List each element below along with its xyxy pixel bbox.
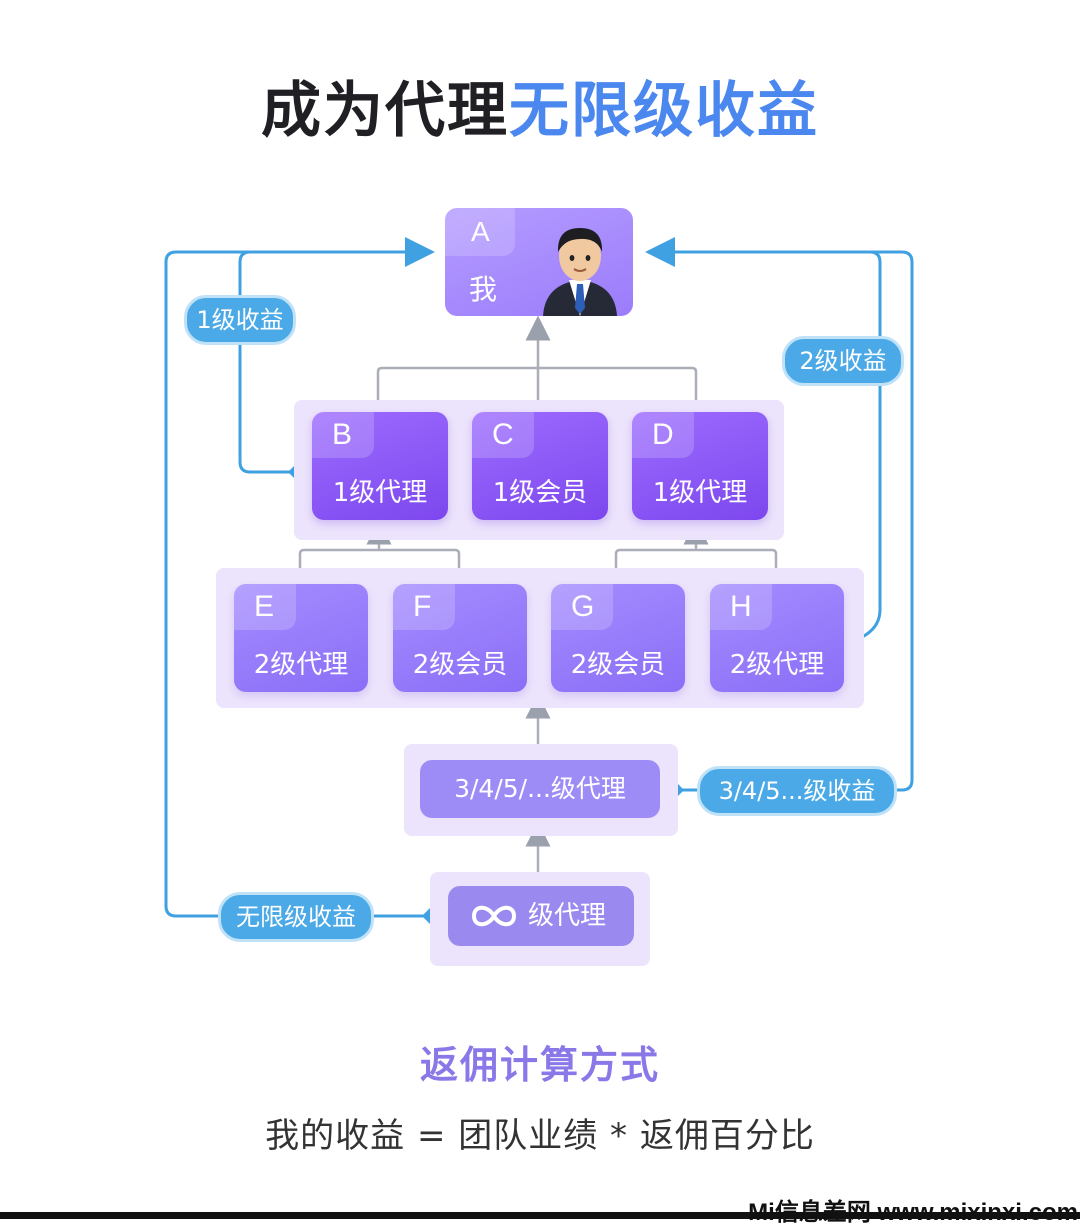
node-tab [312,412,374,458]
businessman-avatar-icon [543,228,617,316]
node-tab [710,584,772,630]
node-label: 2级代理 [729,650,825,680]
node-tab [632,412,694,458]
node-tab [393,584,455,630]
section-subtitle: 返佣计算方式 [419,1043,660,1087]
node-letter: E [254,590,275,623]
infinite-level-label: 级代理 [528,901,607,931]
node-letter: H [730,590,752,623]
node-tab [234,584,296,630]
node-b: B 1级代理 [312,412,448,520]
node-label: 1级会员 [492,478,588,508]
formula-text: 我的收益 = 团队业绩 * 返佣百分比 [265,1116,815,1156]
node-letter: B [332,418,353,451]
root-label: 我 [469,273,498,306]
node-d: D 1级代理 [632,412,768,520]
node-root-a: A 我 [445,208,633,316]
node-infinite-level: 级代理 [448,886,634,946]
root-tab [445,208,515,256]
node-letter: G [571,590,595,623]
infinity-icon [471,905,517,927]
income-flow-infinite [164,250,430,918]
node-letter: F [413,590,432,623]
node-e: E 2级代理 [234,584,368,692]
node-letter: C [492,418,514,451]
node-label: 2级会员 [570,650,666,680]
income-flow-deep [674,250,914,792]
node-label: 2级会员 [412,650,508,680]
node-letter: D [652,418,674,451]
bottom-bar [0,1212,1080,1219]
node-h: H 2级代理 [710,584,844,692]
node-tab [551,584,613,630]
node-g: G 2级会员 [551,584,685,692]
root-letter: A [471,216,490,247]
node-c: C 1级会员 [472,412,608,520]
title-part-2: 无限级收益 [509,76,819,146]
income-tag-infinite: 无限级收益 [218,892,374,942]
income-tag-level2: 2级收益 [782,336,904,386]
income-tag-level1: 1级收益 [184,295,296,345]
watermark: Mi信息差网 www.mixinxi.com [748,1192,1078,1227]
node-label: 1级代理 [652,478,748,508]
node-tab [472,412,534,458]
income-tag-deep: 3/4/5...级收益 [697,766,897,816]
page-title: 成为代理无限级收益 [0,62,1080,149]
node-f: F 2级会员 [393,584,527,692]
node-label: 2级代理 [253,650,349,680]
title-part-1: 成为代理 [261,76,509,146]
node-deep-level: 3/4/5/...级代理 [420,760,660,818]
node-label: 1级代理 [332,478,428,508]
